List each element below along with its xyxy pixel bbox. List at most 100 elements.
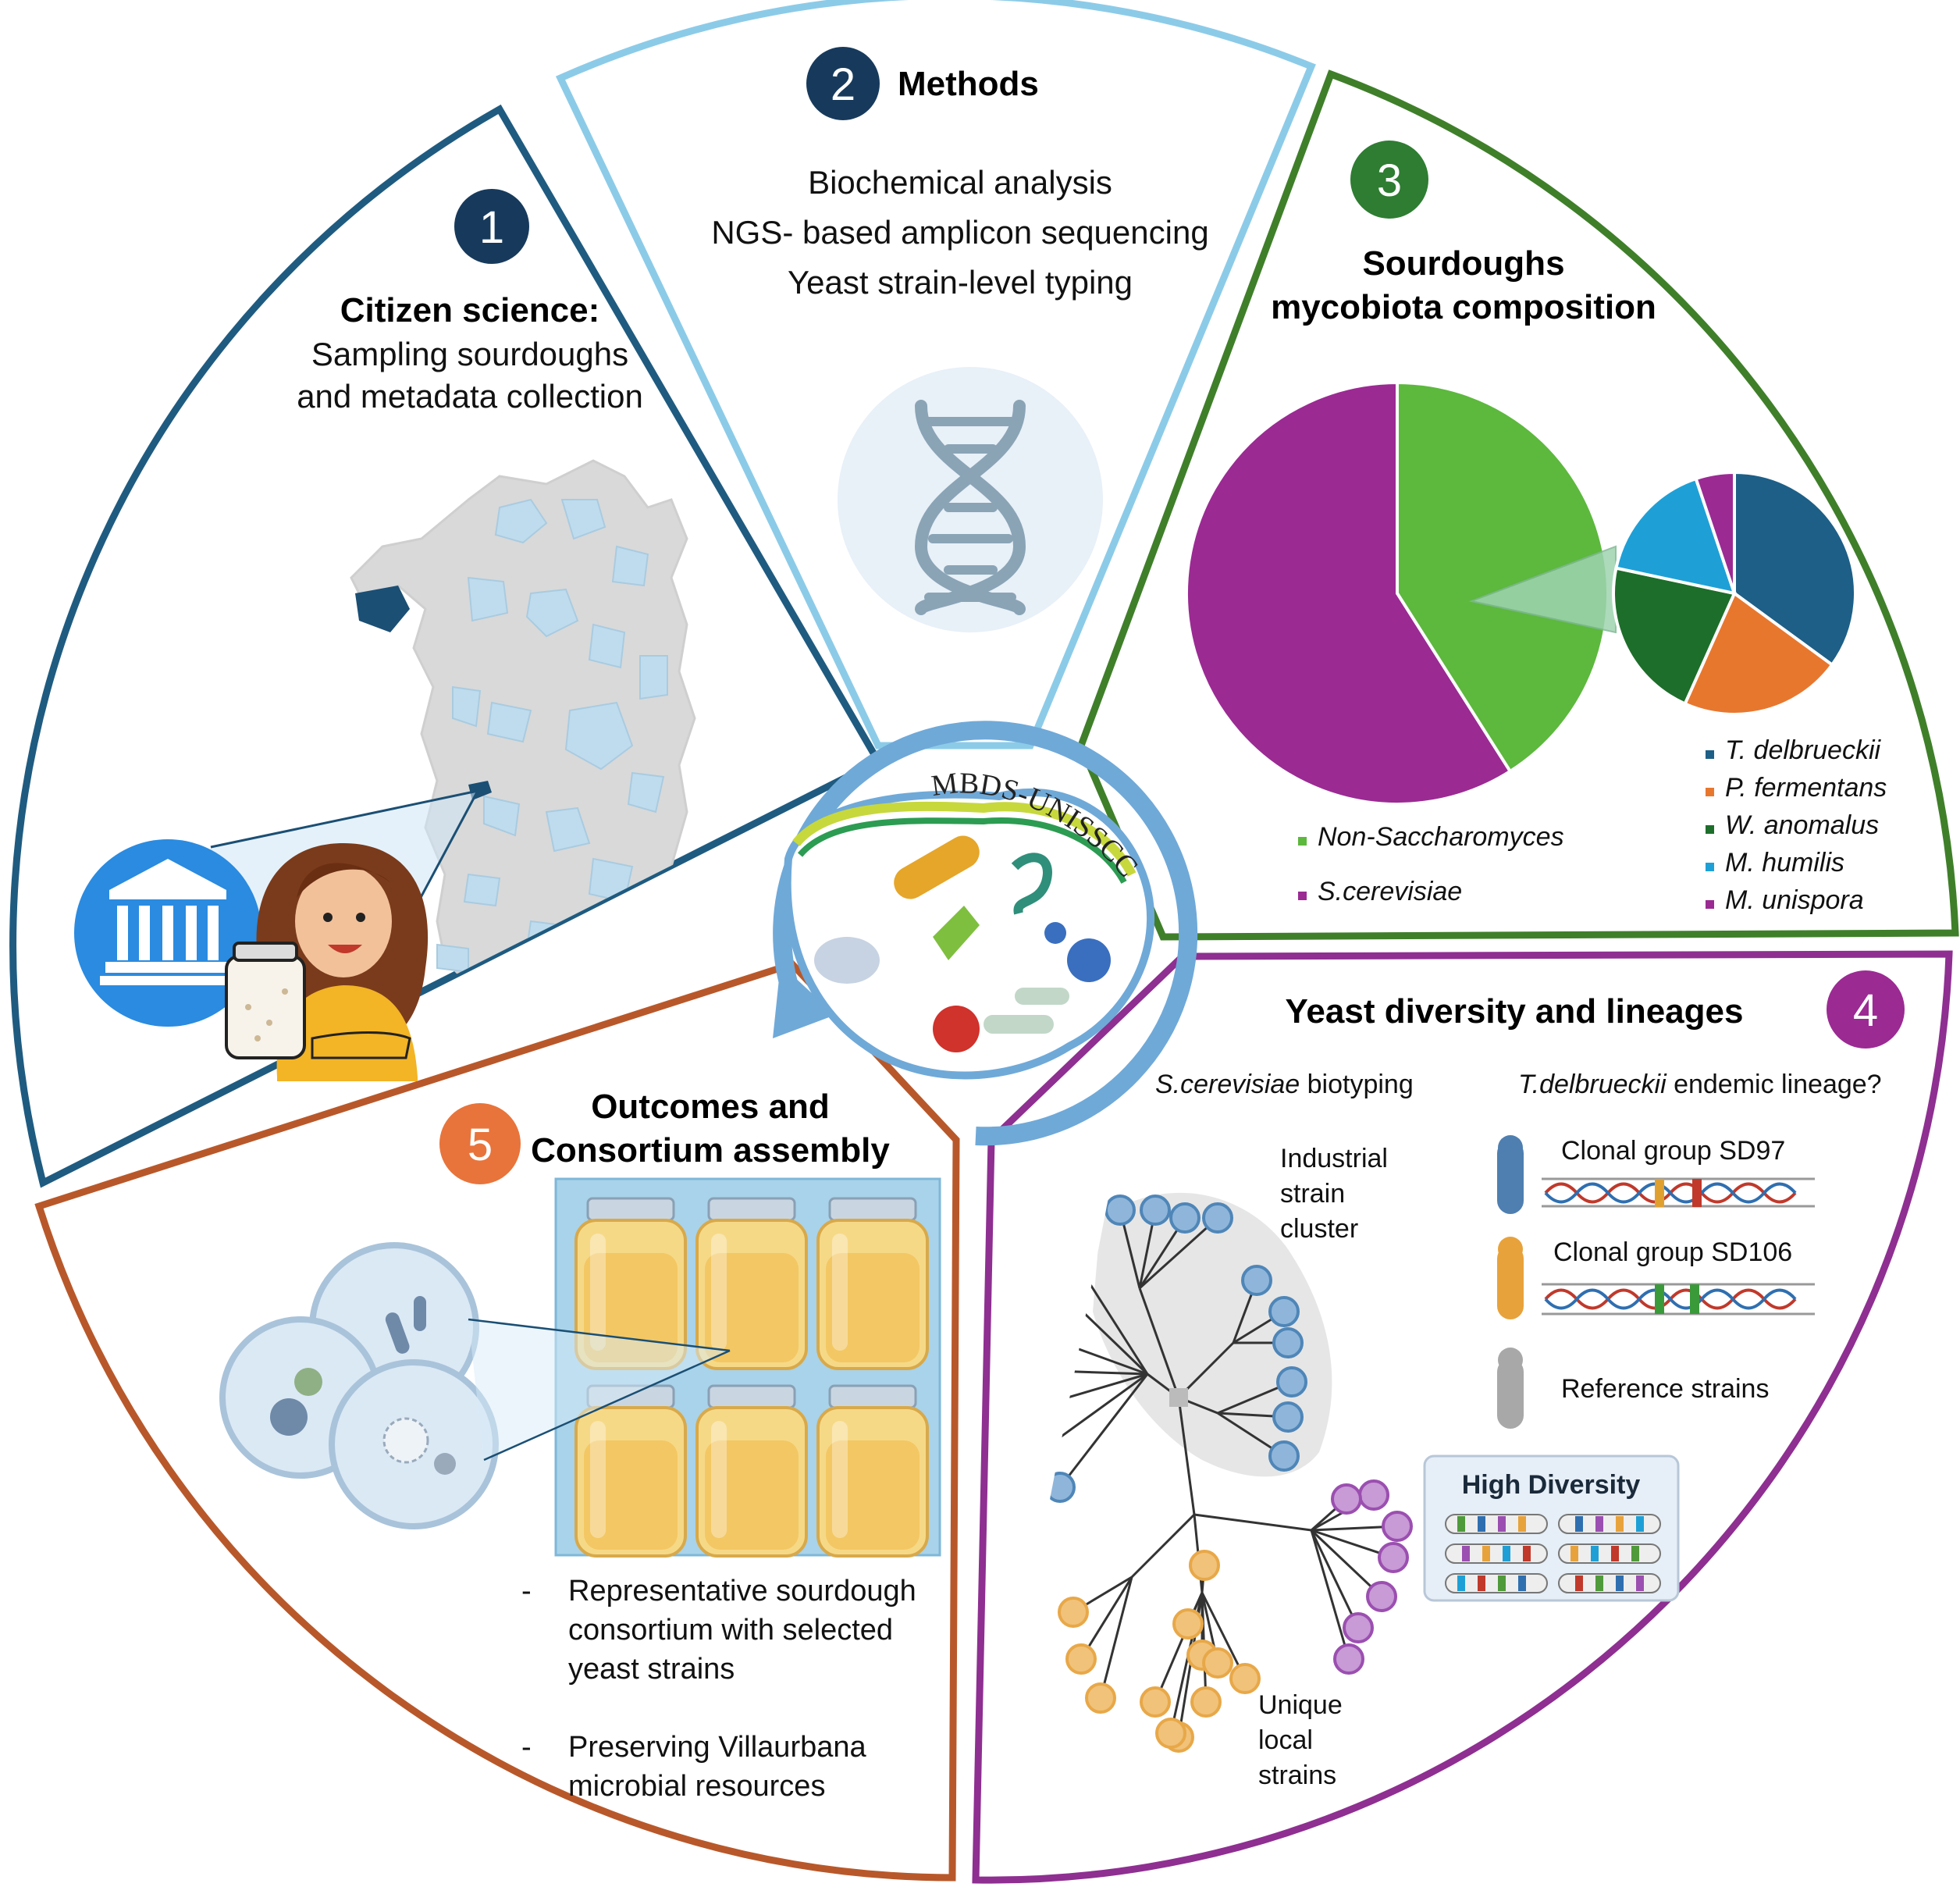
industrial-cluster-shade	[1093, 1192, 1332, 1477]
legend-sub-swatch-2	[1706, 825, 1714, 834]
clonal-group-sd97: Clonal group SD97	[1561, 1136, 1785, 1166]
panel-4-right-heading: T.delbrueckii endemic lineage?	[1518, 1070, 1882, 1099]
purple-node-5	[1333, 1643, 1364, 1675]
panel-4-title: Yeast diversity and lineages	[1286, 992, 1744, 1031]
high-diversity-label: High Diversity	[1462, 1470, 1641, 1500]
panel-2-line-1: Biochemical analysis	[808, 164, 1112, 201]
bullet-1-dash: -	[521, 1575, 532, 1608]
legend-sub-swatch-4	[1706, 900, 1714, 909]
jar-4	[695, 1384, 808, 1558]
legend-sub-label-1: P. fermentans	[1725, 773, 1887, 803]
purple-node-2	[1378, 1542, 1409, 1573]
blue-node-0	[1105, 1195, 1136, 1226]
legend-main-swatch-1	[1298, 892, 1307, 900]
unique-label-1: Unique	[1258, 1690, 1343, 1720]
panel-2: 2 Methods Biochemical analysis NGS- base…	[711, 47, 1209, 632]
legend-sub-label-4: M. unispora	[1725, 885, 1864, 915]
panel-5-title-line-1: Outcomes and	[591, 1088, 830, 1126]
gold-node-8	[1140, 1686, 1171, 1718]
legend-sub-swatch-1	[1706, 788, 1714, 796]
step-badge-3	[1350, 141, 1428, 219]
panel-1-line-2: and metadata collection	[297, 378, 643, 415]
panel-5-border	[34, 960, 960, 1882]
town-hall-icon	[74, 839, 261, 1027]
panel-4-left-heading: S.cerevisiae biotyping	[1155, 1070, 1414, 1099]
bullet-1-line-2: consortium with selected	[568, 1614, 893, 1647]
chromosome-icon-sd106	[1497, 1237, 1524, 1319]
pie-chart-mycobiota	[1185, 380, 1610, 806]
step-badge-5	[439, 1103, 521, 1184]
reference-strains: Reference strains	[1561, 1374, 1769, 1404]
step-number-2: 2	[831, 59, 855, 110]
panel-2-border	[555, 0, 1316, 749]
pie-chart-non-saccharomyces	[1612, 470, 1857, 716]
blue-node-3	[1202, 1202, 1233, 1234]
dna-strand-sd97	[1542, 1177, 1815, 1208]
step-number-4: 4	[1853, 985, 1878, 1036]
gold-node-10	[1190, 1686, 1222, 1718]
jar-3	[574, 1384, 687, 1558]
chromosome-bar-1	[1558, 1514, 1661, 1534]
gold-node-11	[1155, 1718, 1186, 1749]
microbes-icon	[814, 835, 1111, 1052]
chromosome-bar-5	[1558, 1573, 1661, 1593]
step-number-3: 3	[1377, 155, 1402, 206]
panel-1-border	[9, 104, 884, 1188]
panel-5: 5 Outcomes and Consortium assembly - Rep…	[219, 1088, 941, 1803]
gold-node-1	[1065, 1643, 1097, 1675]
blue-node-13	[1272, 1327, 1304, 1358]
gold-node-3	[1189, 1550, 1220, 1581]
blue-node-9	[1019, 1440, 1050, 1472]
blue-node-15	[1272, 1401, 1304, 1433]
panel-4-border	[972, 950, 1953, 1884]
cluster-label-3: cluster	[1280, 1214, 1358, 1244]
step-number-5: 5	[468, 1120, 493, 1170]
gold-node-7	[1229, 1663, 1261, 1694]
legend-main-swatch-0	[1298, 837, 1307, 846]
petri-zoom-beam	[468, 1319, 730, 1460]
blue-node-7	[1013, 1355, 1044, 1386]
gold-node-6	[1202, 1647, 1233, 1679]
dna-icon	[838, 367, 1103, 632]
blue-node-10	[1044, 1472, 1076, 1503]
panel-2-line-3: Yeast strain-level typing	[788, 264, 1133, 301]
sub-pie-slice-0	[1733, 470, 1857, 668]
panel-1-title: Citizen science:	[340, 291, 600, 329]
blue-node-5	[1026, 1257, 1058, 1288]
blue-node-8	[999, 1397, 1030, 1429]
bullet-1-line-1: Representative sourdough	[568, 1575, 916, 1608]
blue-node-11	[1241, 1265, 1272, 1296]
blue-node-14	[1276, 1366, 1307, 1397]
step-number-1: 1	[479, 202, 504, 253]
chromosome-icon-reference	[1497, 1348, 1524, 1429]
purple-node-1	[1382, 1511, 1413, 1542]
consortium-jars-image	[554, 1177, 941, 1558]
jar-1	[695, 1197, 808, 1370]
jar-2	[816, 1197, 929, 1370]
panel-3: 3 Sourdoughs mycobiota composition Non-S…	[1185, 141, 1887, 915]
chromosome-bar-2	[1445, 1543, 1548, 1564]
bullet-2-line-1: Preserving Villaurbana	[568, 1731, 866, 1764]
clonal-group-sd106: Clonal group SD106	[1553, 1237, 1792, 1267]
purple-node-6	[1331, 1483, 1362, 1515]
petri-dish-icon	[219, 1242, 499, 1529]
blue-node-16	[1268, 1440, 1300, 1472]
legend-sub-swatch-0	[1706, 750, 1714, 759]
legend-sub-label-3: M. humilis	[1725, 848, 1844, 878]
panel-2-line-2: NGS- based amplicon sequencing	[711, 214, 1208, 251]
bullet-2-line-2: microbial resources	[568, 1770, 825, 1803]
blue-node-1	[1140, 1195, 1171, 1226]
blue-node-2	[1169, 1202, 1201, 1234]
panel-5-title-line-2: Consortium assembly	[531, 1131, 890, 1170]
dna-strand-sd106	[1542, 1283, 1815, 1316]
purple-node-3	[1366, 1581, 1397, 1612]
legend-main-label-1: S.cerevisiae	[1318, 877, 1462, 906]
panel-4: 4 Yeast diversity and lineages S.cerevis…	[999, 970, 1905, 1790]
panel-outlines	[9, 0, 1959, 1884]
panel-3-title-line-2: mycobiota composition	[1271, 288, 1656, 326]
panel-2-title: Methods	[898, 65, 1039, 103]
cluster-label-1: Industrial	[1280, 1144, 1388, 1173]
jar-5	[816, 1384, 929, 1558]
